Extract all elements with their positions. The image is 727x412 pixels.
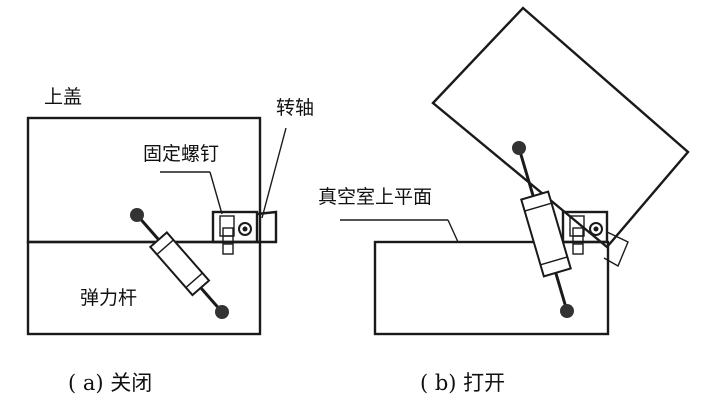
- closed-fixing-screw: [222, 227, 234, 255]
- label-fixing-screw: 固定螺钉: [143, 143, 219, 165]
- closed-spring-rod: [130, 208, 229, 319]
- label-chamber-top-plane: 真空室上平面: [318, 186, 432, 208]
- open-spring-rod: [512, 141, 574, 318]
- closed-state-figure: [26, 116, 287, 336]
- open-hinge-block: [561, 210, 609, 255]
- caption-closed: ( a) 关闭: [68, 371, 152, 395]
- closed-chamber-body: [26, 240, 262, 336]
- label-spring-rod: 弹力杆: [80, 287, 137, 309]
- leader-shaft: [261, 127, 287, 219]
- label-rotating-shaft: 转轴: [276, 97, 314, 119]
- open-chamber-body: [373, 240, 610, 336]
- label-upper-cover: 上盖: [44, 86, 82, 108]
- open-state-figure: [340, 6, 690, 336]
- caption-open: ( b) 打开: [420, 371, 505, 395]
- open-fixing-screw: [572, 227, 584, 255]
- open-upper-cover: [431, 6, 690, 268]
- closed-hinge-block: [211, 210, 278, 255]
